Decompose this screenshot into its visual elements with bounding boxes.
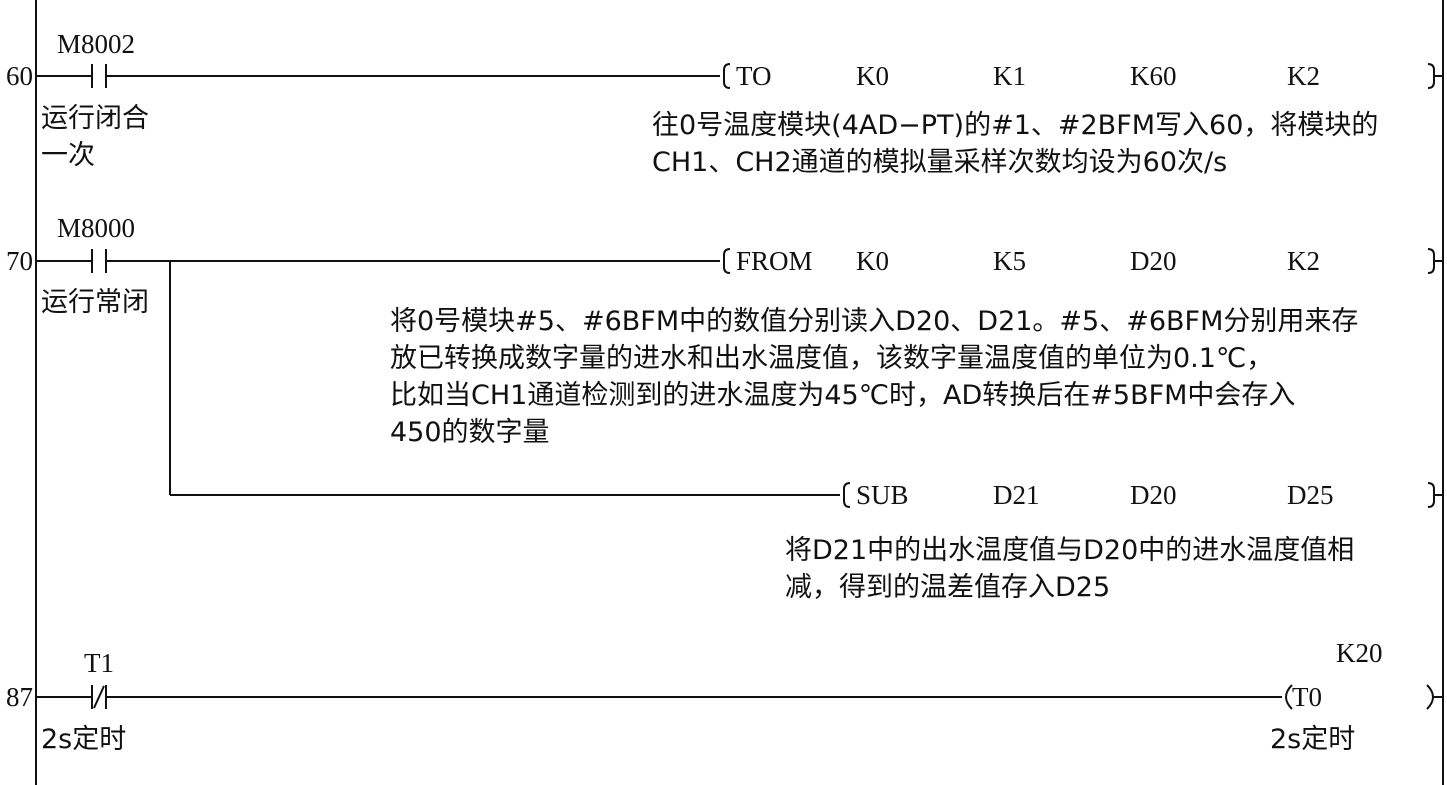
instruction-operand: K2 [1287,61,1320,91]
instruction-op: SUB [856,480,909,510]
instruction-box-close [1427,63,1443,89]
contact-comment: 一次 [41,140,95,171]
contact-comment: 2s定时 [41,724,126,755]
coil-setting: K20 [1336,638,1383,668]
rung-87: 87 T1 T0 K20 2s定时 2s定时 [6,638,1443,755]
instruction-description: 减，得到的温差值存入D25 [785,572,1110,603]
instruction-operand: D20 [1130,246,1177,276]
instruction-op: FROM [736,246,813,276]
instruction-operand: K0 [856,246,889,276]
contact-device: T1 [84,648,114,678]
instruction-operand: D21 [993,480,1040,510]
instruction-description: 450的数字量 [390,417,550,448]
rung-70: 70 M8000 FROM K0 K5 D20 K2 运行常闭 将0号模块#5、… [6,213,1443,603]
contact-device: M8000 [57,213,135,243]
instruction-op: TO [736,61,772,91]
contact-device: M8002 [57,29,135,59]
coil-comment: 2s定时 [1270,724,1355,755]
instruction-description: 放已转换成数字量的进水和出水温度值，该数字量温度值的单位为0.1℃， [390,343,1273,374]
contact-comment: 运行常闭 [41,287,149,318]
instruction-operand: K60 [1130,61,1177,91]
instruction-box-open [723,248,731,274]
instruction-operand: K2 [1287,246,1320,276]
instruction-description: 往0号温度模块(4AD−PT)的#1、#2BFM写入60，将模块的 [652,110,1378,141]
coil-device: T0 [1292,682,1322,712]
instruction-description: 比如当CH1通道检测到的进水温度为45℃时，AD转换后在#5BFM中会存入 [390,380,1295,411]
instruction-box-close [1427,248,1443,274]
instruction-description: 将D21中的出水温度值与D20中的进水温度值相 [785,535,1354,566]
coil-open [1284,684,1293,710]
no-contact[interactable] [91,249,107,273]
instruction-box-close [1427,482,1443,508]
instruction-operand: D25 [1287,480,1334,510]
nc-contact[interactable] [91,685,107,709]
instruction-box-open [723,63,731,89]
instruction-operand: K0 [856,61,889,91]
no-contact[interactable] [91,64,107,88]
instruction-operand: K5 [993,246,1026,276]
contact-comment: 运行闭合 [41,103,149,134]
step-number: 60 [6,61,33,91]
coil-close [1426,684,1443,710]
rung-60: 60 M8002 TO K0 K1 K60 K2 运行闭合 一次 往0号温度模块… [6,29,1443,178]
instruction-box-open [843,482,851,508]
instruction-description: CH1、CH2通道的模拟量采样次数均设为60次/s [652,147,1227,178]
step-number: 70 [6,246,33,276]
instruction-operand: D20 [1130,480,1177,510]
step-number: 87 [6,682,33,712]
instruction-operand: K1 [993,61,1026,91]
instruction-description: 将0号模块#5、#6BFM中的数值分别读入D20、D21。#5、#6BFM分别用… [390,306,1358,337]
